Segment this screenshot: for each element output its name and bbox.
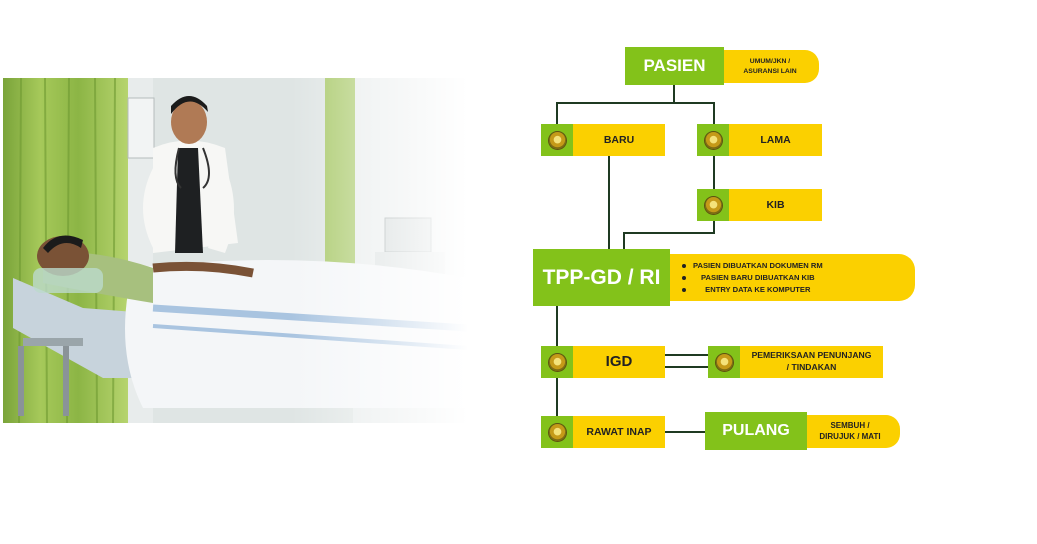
node-igd-icon-box: [541, 346, 573, 378]
connector-kib-tpp-down: [713, 219, 715, 233]
tpp-notes: PASIEN DIBUATKAN DOKUMEN RM PASIEN BARU …: [664, 254, 915, 301]
node-kib-label: KIB: [766, 198, 785, 211]
node-pasien-label: PASIEN: [643, 56, 706, 75]
hospital-emblem-icon: [548, 423, 566, 441]
hospital-emblem-icon: [715, 353, 733, 371]
node-lama-label: LAMA: [760, 133, 791, 146]
hospital-emblem-icon: [548, 131, 566, 149]
tpp-note-item: PASIEN BARU DIBUATKAN KIB: [682, 272, 823, 284]
pulang-note: SEMBUH / DIRUJUK / MATI: [800, 415, 900, 448]
hospital-emblem-icon: [704, 131, 722, 149]
node-pemeriksaan-icon-box: [708, 346, 740, 378]
node-baru: BARU: [573, 124, 665, 156]
connector-to-baru: [556, 102, 558, 126]
connector-baru-tpp: [608, 156, 610, 250]
node-lama-icon-box: [697, 124, 729, 156]
pasien-note-line2: ASURANSI LAIN: [743, 67, 797, 75]
connector-igd-rawat: [556, 378, 558, 416]
node-baru-icon-box: [541, 124, 573, 156]
connector-branch-horizontal: [556, 102, 715, 104]
node-rawat-inap-label: RAWAT INAP: [586, 425, 652, 438]
node-igd: IGD: [573, 346, 665, 378]
connector-lama-kib: [713, 155, 715, 191]
connector-kib-tpp-enter: [623, 232, 625, 250]
tpp-notes-list: PASIEN DIBUATKAN DOKUMEN RM PASIEN BARU …: [682, 260, 823, 296]
node-igd-label: IGD: [605, 352, 633, 370]
pulang-note-line1: SEMBUH /: [830, 420, 870, 430]
node-rawat-inap: RAWAT INAP: [573, 416, 665, 448]
node-pemeriksaan: PEMERIKSAAN PENUNJANG / TINDAKAN: [740, 346, 883, 378]
node-tpp-label: TPP-GD / RI: [542, 265, 661, 289]
connector-igd-pemeriksaan-1: [665, 354, 710, 356]
hospital-emblem-icon: [548, 353, 566, 371]
hospital-emblem-icon: [704, 196, 722, 214]
doctor-patient-photo: [3, 78, 468, 423]
node-tpp: TPP-GD / RI: [533, 249, 670, 306]
node-pulang: PULANG: [705, 412, 807, 450]
tpp-note-item: ENTRY DATA KE KOMPUTER: [682, 284, 823, 296]
node-baru-label: BARU: [603, 133, 635, 146]
pasien-note-line1: UMUM/JKN /: [749, 58, 791, 66]
connector-to-lama: [713, 102, 715, 126]
node-pemeriksaan-line2: / TINDAKAN: [786, 362, 837, 372]
node-kib-icon-box: [697, 189, 729, 221]
node-rawat-inap-icon-box: [541, 416, 573, 448]
connector-tpp-igd: [556, 304, 558, 348]
connector-igd-pemeriksaan-2: [665, 366, 710, 368]
connector-kib-tpp-horizontal: [623, 232, 715, 234]
connector-rawat-pulang: [665, 431, 706, 433]
connector-pasien-down: [673, 84, 675, 103]
pulang-note-line2: DIRUJUK / MATI: [819, 431, 881, 441]
node-pasien: PASIEN: [625, 47, 724, 85]
node-pulang-label: PULANG: [722, 422, 790, 439]
node-pemeriksaan-line1: PEMERIKSAAN PENUNJANG: [751, 350, 872, 361]
pasien-note: UMUM/JKN / ASURANSI LAIN: [721, 50, 819, 83]
node-kib: KIB: [729, 189, 822, 221]
node-lama: LAMA: [729, 124, 822, 156]
tpp-note-item: PASIEN DIBUATKAN DOKUMEN RM: [682, 260, 823, 272]
